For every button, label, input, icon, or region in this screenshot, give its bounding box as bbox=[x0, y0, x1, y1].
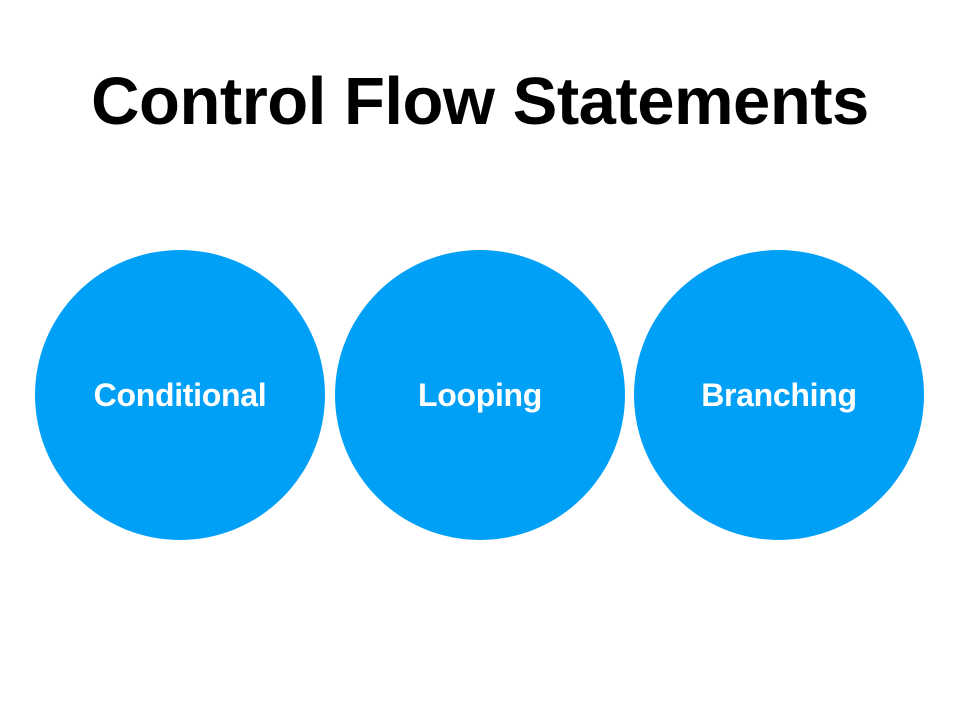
looping-circle: Looping bbox=[335, 250, 625, 540]
branching-circle: Branching bbox=[634, 250, 924, 540]
conditional-circle: Conditional bbox=[35, 250, 325, 540]
conditional-label: Conditional bbox=[93, 377, 267, 413]
branching-label: Branching bbox=[701, 377, 857, 413]
looping-label: Looping bbox=[417, 377, 543, 413]
slide-title: Control Flow Statements bbox=[91, 64, 869, 139]
